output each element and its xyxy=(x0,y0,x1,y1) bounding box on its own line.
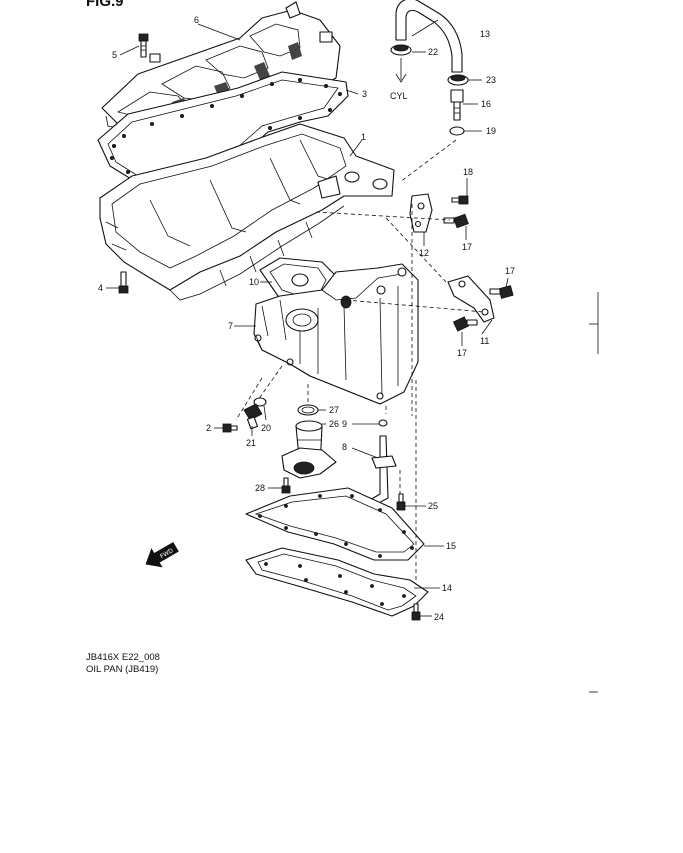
callout-6: 6 xyxy=(194,15,199,25)
callout-labels: 5 6 3 1 4 13 22 CYL 23 16 19 18 12 17 17… xyxy=(98,15,515,622)
callout-25: 25 xyxy=(428,501,438,511)
callout-28: 28 xyxy=(255,483,265,493)
hose-13 xyxy=(395,0,463,73)
gasket-15 xyxy=(245,487,425,561)
figure-title: FIG.9 xyxy=(86,0,124,10)
bolt-25-icon xyxy=(396,493,406,511)
callout-15: 15 xyxy=(446,541,456,551)
arrow-down-icon xyxy=(395,58,407,83)
callout-17a: 17 xyxy=(462,242,472,252)
callout-27: 27 xyxy=(329,405,339,415)
callout-26: 26 xyxy=(329,419,339,429)
callout-17c: 17 xyxy=(457,348,467,358)
bracket-11 xyxy=(447,275,495,323)
alignment-lines xyxy=(235,139,485,582)
callout-16: 16 xyxy=(481,99,491,109)
callout-8: 8 xyxy=(342,442,347,452)
bolt-17c-icon xyxy=(452,316,478,332)
diagram-code: JB416X E22_008 xyxy=(86,652,160,663)
callout-3: 3 xyxy=(362,89,367,99)
bracket-12 xyxy=(409,193,433,233)
callout-13: 13 xyxy=(480,29,490,39)
o-ring-9-icon xyxy=(378,419,388,427)
drain-plug-21-icon xyxy=(243,403,263,430)
strainer-26 xyxy=(281,420,337,479)
callout-10: 10 xyxy=(249,277,259,287)
callout-24: 24 xyxy=(434,612,444,622)
callout-21: 21 xyxy=(246,438,256,448)
callout-11: 11 xyxy=(480,336,489,346)
diagram-caption: OIL PAN (JB419) xyxy=(86,664,159,675)
callout-18: 18 xyxy=(463,167,473,177)
arrow-fwd-icon: FWD xyxy=(145,541,179,568)
leader-lines xyxy=(106,19,509,617)
clamp-23-icon xyxy=(447,74,469,86)
callout-23: 23 xyxy=(486,75,496,85)
bottom-plate-14 xyxy=(245,547,429,617)
callout-7: 7 xyxy=(228,321,233,331)
clamp-22-icon xyxy=(390,44,412,56)
oil-pan-upper xyxy=(99,123,395,301)
callout-9: 9 xyxy=(342,419,347,429)
bolt-18-icon xyxy=(451,195,469,205)
union-16-icon xyxy=(450,89,464,121)
callout-5: 5 xyxy=(112,50,117,60)
bolt-5-icon xyxy=(138,33,149,58)
callout-12: 12 xyxy=(419,248,429,258)
callout-4: 4 xyxy=(98,283,103,293)
oil-pan-lower xyxy=(253,263,419,405)
washer-20-icon xyxy=(253,397,267,407)
gasket-19-icon xyxy=(449,126,465,136)
callout-20: 20 xyxy=(261,423,271,433)
bolt-4-icon xyxy=(118,271,129,294)
bolt-28-icon xyxy=(281,477,291,494)
callout-14: 14 xyxy=(442,583,452,593)
callout-22: 22 xyxy=(428,47,438,57)
bolt-17b-icon xyxy=(489,285,514,299)
callout-1: 1 xyxy=(361,132,366,142)
callout-17b: 17 xyxy=(505,266,515,276)
callout-19: 19 xyxy=(486,126,496,136)
callout-2: 2 xyxy=(206,423,211,433)
bolt-17a-icon xyxy=(443,213,469,229)
margin-marks xyxy=(589,292,599,693)
cyl-label: CYL xyxy=(390,91,408,101)
o-ring-27-icon xyxy=(297,404,319,416)
bolt-2-icon xyxy=(222,423,238,433)
